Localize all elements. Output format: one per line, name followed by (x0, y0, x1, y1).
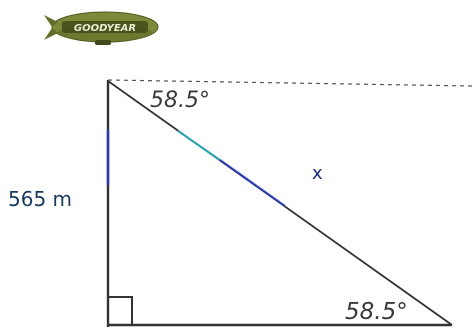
hypotenuse-highlight-teal (177, 130, 221, 161)
blimp-tail-fin (44, 15, 58, 40)
angle-bottom-label: 58.5° (345, 299, 408, 325)
hypotenuse-highlight-blue (219, 159, 286, 207)
blimp-logo-text: GOODYEAR (74, 23, 136, 34)
horizontal-dotted-line (107, 79, 472, 87)
angle-top-label: 58.5° (150, 88, 210, 113)
goodyear-blimp: GOODYEAR (44, 11, 159, 45)
height-label: 565 m (8, 187, 72, 211)
right-angle-marker (108, 296, 133, 325)
hypotenuse-label: x (312, 163, 323, 184)
blimp-gondola (95, 40, 111, 45)
blimp-logo-band (62, 21, 148, 33)
